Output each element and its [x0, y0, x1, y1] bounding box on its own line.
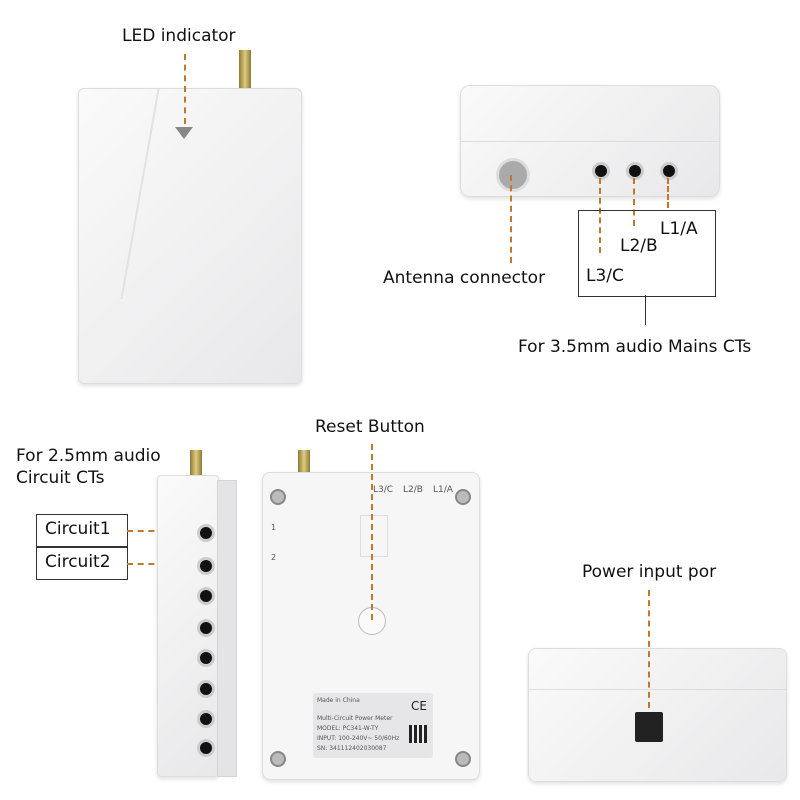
mains-ct-box — [578, 210, 716, 297]
nameplate-origin: Made in China — [317, 697, 360, 704]
antenna-pointer — [510, 175, 512, 263]
antenna — [190, 450, 202, 478]
reset-pointer — [371, 444, 373, 620]
circuit2-label: Circuit2 — [45, 552, 111, 572]
circuit-jack — [197, 739, 215, 757]
antenna-connector-icon — [496, 158, 530, 192]
antenna — [239, 50, 251, 90]
jack-l1 — [660, 162, 678, 180]
screw-icon — [270, 751, 286, 767]
circuit-cts-label-2: Circuit CTs — [16, 468, 105, 488]
port-label: L2/B — [403, 485, 423, 495]
l2-pointer — [633, 178, 635, 226]
l3-label: L3/C — [586, 266, 624, 286]
nameplate-model: MODEL: PC341-W-TY — [317, 725, 379, 732]
nameplate-sn: SN: 341112402030087 — [317, 745, 387, 752]
side-number: 1 — [271, 523, 277, 532]
jack-l2 — [626, 162, 644, 180]
circuit2-box: Circuit2 — [36, 547, 128, 580]
led-indicator-icon — [175, 127, 193, 139]
antenna-connector-label: Antenna connector — [383, 268, 546, 288]
circuit-cts-label-1: For 2.5mm audio — [16, 446, 161, 466]
nameplate: Made in China CE Multi-Circuit Power Met… — [313, 693, 433, 758]
circuit-jack — [197, 649, 215, 667]
circuit-jack — [197, 557, 215, 575]
ce-mark: CE — [411, 699, 427, 713]
screw-icon — [455, 489, 471, 505]
power-pointer — [648, 590, 650, 708]
power-input-label: Power input por — [582, 562, 717, 582]
port-label: L3/C — [373, 485, 394, 495]
nameplate-product: Multi-Circuit Power Meter — [317, 715, 393, 722]
circuit1-box: Circuit1 — [36, 514, 128, 547]
l1-label: L1/A — [660, 219, 698, 239]
circuit-jack — [197, 710, 215, 728]
circuit-jack — [197, 524, 215, 542]
nameplate-input: INPUT: 100-240V~ 50/60Hz — [317, 735, 400, 742]
l3-pointer — [599, 178, 601, 253]
circuit-jack — [197, 587, 215, 605]
circuit-jack — [197, 680, 215, 698]
port-label: L1/A — [433, 485, 453, 495]
connector-line — [645, 295, 646, 325]
power-input-port — [635, 712, 663, 742]
screw-icon — [455, 751, 471, 767]
led-indicator-label: LED indicator — [122, 26, 236, 46]
led-pointer — [184, 54, 186, 124]
screw-icon — [270, 489, 286, 505]
l2-label: L2/B — [620, 236, 658, 256]
l1-pointer — [667, 178, 669, 208]
circuit1-label: Circuit1 — [45, 519, 111, 539]
side-number: 2 — [271, 553, 277, 562]
device-front — [78, 88, 302, 384]
qr-code-icon — [409, 725, 427, 743]
circuit-jack — [197, 619, 215, 637]
jack-l3 — [592, 162, 610, 180]
reset-button-label: Reset Button — [315, 417, 425, 437]
mains-cts-label: For 3.5mm audio Mains CTs — [518, 337, 752, 357]
antenna — [298, 450, 310, 475]
